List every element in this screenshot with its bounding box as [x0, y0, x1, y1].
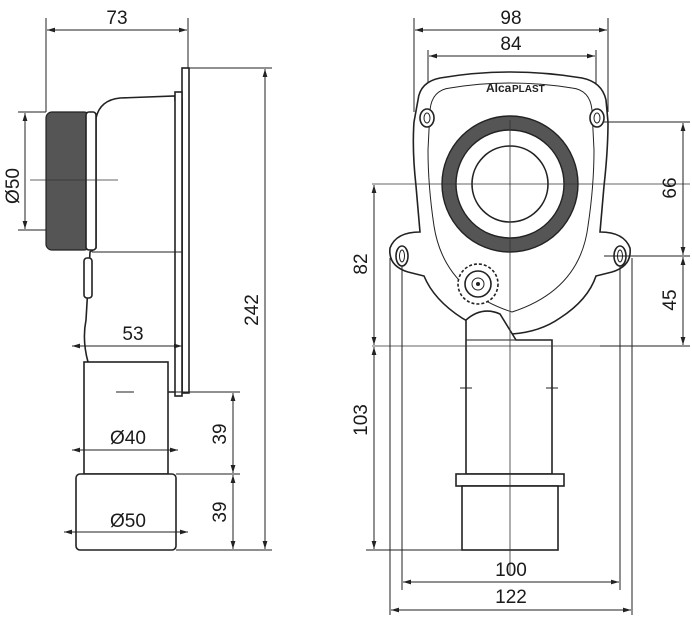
- dim-label-39-upper: 39: [210, 423, 231, 444]
- front-view: 98 84 Alca PLAST: [351, 8, 690, 615]
- siphon-body: [83, 95, 183, 393]
- dim-label-outlet: Ø50: [110, 511, 146, 532]
- mount-hole-left: [395, 245, 409, 267]
- flange-strip: [174, 91, 183, 397]
- side-tab: [83, 257, 93, 299]
- mount-hole-top-left: [419, 108, 435, 128]
- dim-label-53: 53: [122, 324, 143, 345]
- cleaning-screw: [457, 263, 499, 305]
- down-pipe: [83, 361, 169, 475]
- dim-label-inlet: Ø50: [3, 168, 24, 204]
- dim-label-73: 73: [106, 8, 127, 29]
- dim-label-39-lower: 39: [210, 501, 231, 522]
- dim-label-pipe: Ø40: [110, 428, 146, 449]
- mount-hole-top-right: [589, 108, 605, 128]
- inlet-seal: [45, 111, 91, 251]
- dim-label-66: 66: [660, 177, 681, 198]
- dim-label-45: 45: [660, 289, 681, 310]
- dim-label-84: 84: [500, 34, 522, 55]
- brand-name-alca: Alca: [486, 81, 512, 95]
- outlet-neck: [465, 310, 553, 475]
- dim-label-98: 98: [500, 8, 521, 29]
- brand-name-plast: PLAST: [512, 84, 545, 95]
- dim-label-122: 122: [495, 587, 527, 608]
- dim-label-100: 100: [495, 560, 527, 581]
- dim-label-103: 103: [351, 404, 372, 436]
- dim-label-242: 242: [242, 294, 263, 326]
- inlet-seal-ring: [85, 111, 97, 251]
- dim-label-82: 82: [351, 253, 372, 274]
- wall-plate: [181, 67, 190, 394]
- side-view: 73 242 Ø50 53 Ø40 Ø50: [3, 8, 272, 551]
